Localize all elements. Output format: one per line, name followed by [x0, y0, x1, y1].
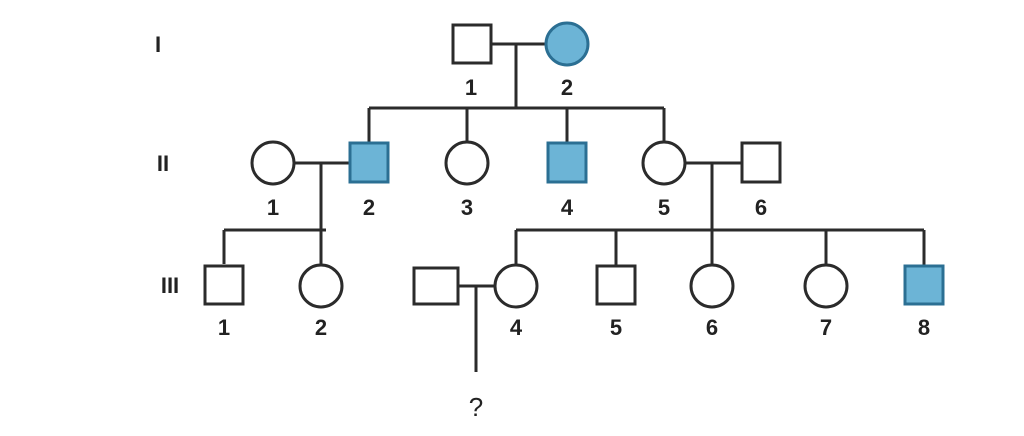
individual-III-4: [493, 263, 539, 309]
individual-III-5: [595, 264, 637, 306]
individual-III-2: [298, 263, 344, 309]
label-I-1: 1: [465, 75, 477, 100]
individual-II-4: [546, 141, 588, 184]
label-II-5: 5: [658, 195, 670, 220]
individual-III-6: [689, 263, 735, 309]
individual-II-2: [348, 141, 390, 184]
label-III-8: 8: [918, 315, 930, 340]
individual-II-1: [250, 140, 296, 186]
label-III-1: 1: [218, 315, 230, 340]
individual-I-1: [451, 23, 493, 65]
individual-III-8: [903, 264, 945, 306]
label-III-7: 7: [820, 315, 832, 340]
label-III-4: 4: [510, 315, 523, 340]
generation-label-III: III: [161, 273, 179, 298]
generation-label-I: I: [155, 32, 161, 57]
label-I-2: 2: [561, 75, 573, 100]
individual-II-3: [444, 140, 490, 186]
individual-II-6: [740, 141, 782, 184]
individual-III-7: [803, 263, 849, 309]
individual-III-spouse: [412, 266, 460, 306]
label-II-2: 2: [363, 195, 375, 220]
label-II-1: 1: [267, 195, 279, 220]
generation-label-II: II: [157, 151, 169, 176]
label-III-6: 6: [706, 315, 718, 340]
individual-I-2: [544, 21, 590, 67]
label-II-3: 3: [461, 195, 473, 220]
unknown-offspring-label: ?: [469, 392, 483, 422]
label-III-5: 5: [610, 315, 622, 340]
individual-III-1: [203, 264, 245, 306]
individual-II-5: [641, 140, 687, 186]
label-II-6: 6: [755, 195, 767, 220]
label-II-4: 4: [561, 195, 574, 220]
label-III-2: 2: [315, 315, 327, 340]
